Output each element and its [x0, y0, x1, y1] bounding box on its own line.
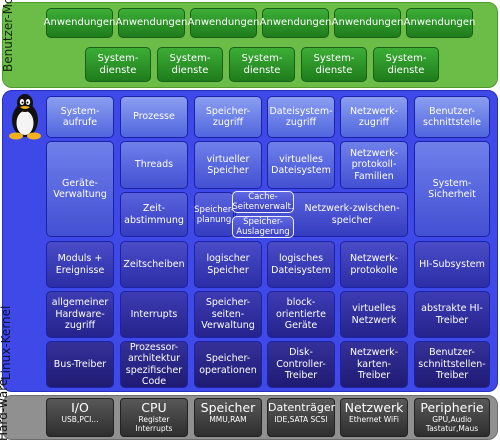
processes-box: Prozesse	[120, 96, 188, 138]
hardware-title: Speicher	[200, 400, 256, 415]
memory-operations-box: Speicher-operationen	[194, 341, 262, 388]
hardware-detail: IDE,SATA SCSI	[274, 415, 328, 424]
bus-drivers-box: Bus-Treiber	[46, 341, 114, 388]
system-service-box: System-dienste	[157, 47, 223, 82]
hardware-title: I/O	[71, 400, 89, 415]
user-mode-label: Benutzer-Modus	[1, 0, 15, 72]
time-slices-box: Zeitscheiben	[120, 241, 188, 288]
system-service-box: System-dienste	[373, 47, 439, 82]
network-access-box: Netzwerk-zugriff	[340, 96, 408, 138]
application-box: Anwendungen	[332, 8, 403, 38]
block-devices-box: block-orientierte Geräte	[267, 291, 335, 338]
logical-memory-box: logischer Speicher	[194, 241, 262, 288]
linux-kernel-label: Linux-Kernel	[0, 305, 13, 380]
hardware-title: CPU	[141, 400, 167, 415]
hardware-title: Peripherie	[420, 400, 484, 415]
hardware-detail: MMU,RAM	[209, 415, 247, 424]
page-management-box: Speicher-seiten-Verwaltung	[194, 291, 262, 338]
application-box: Anwendungen	[404, 8, 475, 38]
user-interface-box: Benutzer-schnittstelle	[414, 96, 490, 138]
device-management-box: Geräte-Verwaltung	[46, 141, 114, 237]
hardware-io-box: I/O USB,PCI...	[46, 398, 114, 437]
cache-management-box: Cache-Seitenverwalt.	[232, 191, 294, 213]
hi-subsystem-box: HI-Subsystem	[414, 241, 490, 288]
network-protocol-families-box: Netzwerk-protokoll-Familien	[340, 141, 408, 189]
threads-box: Threads	[120, 141, 188, 189]
hardware-detail: Ethernet WiFi	[349, 415, 399, 424]
interrupts-box: Interrupts	[120, 291, 188, 338]
modules-events-box: Moduls + Ereignisse	[46, 241, 114, 288]
virtual-memory-box: virtueller Speicher	[194, 141, 262, 189]
hardware-peripherals-box: Peripherie GPU,Audio Tastatur,Maus	[414, 398, 490, 437]
memory-access-box: Speicher-zugriff	[194, 96, 262, 138]
hardware-network-box: Netzwerk Ethernet WiFi	[340, 398, 408, 437]
tux-penguin-logo	[9, 94, 41, 140]
disk-controller-drivers-box: Disk-Controller-Treiber	[267, 341, 335, 388]
memory-swapping-box: Speicher-Auslagerung	[232, 216, 294, 238]
system-service-box: System-dienste	[85, 47, 151, 82]
application-box: Anwendungen	[116, 8, 187, 38]
network-protocols-box: Netzwerk-protokolle	[340, 241, 408, 288]
virtual-network-box: virtuelles Netzwerk	[340, 291, 408, 338]
system-security-box: System-Sicherheit	[414, 141, 490, 237]
network-card-drivers-box: Netzwerk-karten-Treiber	[340, 341, 408, 388]
hardware-storage-box: Datenträger IDE,SATA SCSI	[267, 398, 335, 437]
hardware-detail: Register Interrupts	[135, 415, 173, 433]
memory-planning-box: Speicher-planung	[194, 192, 234, 237]
application-box: Anwendungen	[260, 8, 331, 38]
system-service-box: System-dienste	[229, 47, 295, 82]
application-box: Anwendungen	[44, 8, 115, 38]
cpu-specific-code-box: Prozessor-architektur spezifischer Code	[120, 341, 188, 388]
logical-filesystem-box: logisches Dateisystem	[267, 241, 335, 288]
hardware-title: Netzwerk	[344, 400, 404, 415]
general-hw-access-box: allgemeiner Hardware-zugriff	[46, 291, 114, 338]
hardware-title: Datenträger	[268, 401, 336, 414]
hardware-detail: USB,PCI...	[61, 415, 99, 424]
abstract-hi-drivers-box: abstrakte HI-Treiber	[414, 291, 490, 338]
hardware-cpu-box: CPU Register Interrupts	[120, 398, 188, 437]
ui-drivers-box: Benutzer-schnittstellen-Treiber	[414, 341, 490, 388]
system-service-box: System-dienste	[301, 47, 367, 82]
time-scheduling-box: Zeit-abstimmung	[120, 192, 188, 237]
hardware-detail: GPU,Audio Tastatur,Maus	[425, 415, 479, 433]
hardware-label: Hard-ware	[0, 378, 10, 441]
virtual-filesystem-box: virtuelles Dateisystem	[267, 141, 335, 189]
hardware-memory-box: Speicher MMU,RAM	[194, 398, 262, 437]
system-calls-box: System-aufrufe	[46, 96, 114, 138]
filesystem-access-box: Dateisystem-zugriff	[267, 96, 335, 138]
application-box: Anwendungen	[188, 8, 259, 38]
